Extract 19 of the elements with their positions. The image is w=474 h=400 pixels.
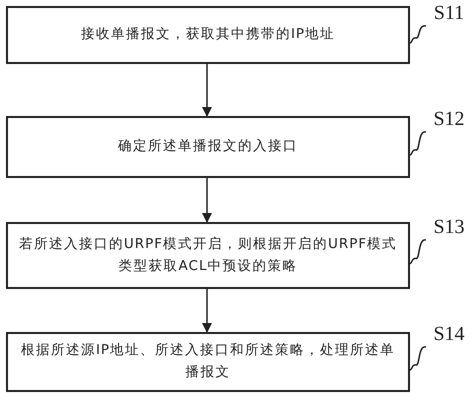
arrow: [202, 289, 212, 333]
leader-line: [410, 131, 426, 156]
step-text: 接收单播报文，获取其中携带的IP地址: [80, 25, 336, 44]
step-label: S13: [433, 217, 465, 237]
step-label: S12: [433, 109, 465, 129]
leader-line: [410, 239, 426, 264]
step-text: 确定所述单播报文的入接口: [118, 137, 298, 156]
arrow: [202, 178, 212, 223]
step-text: 若所述入接口的URPF模式开启，则根据开启的URPF模式类型获取ACL中预设的策略: [18, 234, 398, 276]
process-box: [6, 116, 410, 178]
step-label: S14: [433, 324, 465, 344]
process-box: [6, 332, 410, 392]
process-box: [6, 6, 410, 64]
arrow: [202, 64, 212, 117]
process-box: [6, 222, 410, 289]
leader-line: [410, 346, 426, 371]
step-label: S11: [434, 3, 464, 23]
leader-line: [410, 25, 426, 44]
step-text: 根据所述源IP地址、所述入接口和所述策略，处理所述单播报文: [20, 341, 396, 382]
